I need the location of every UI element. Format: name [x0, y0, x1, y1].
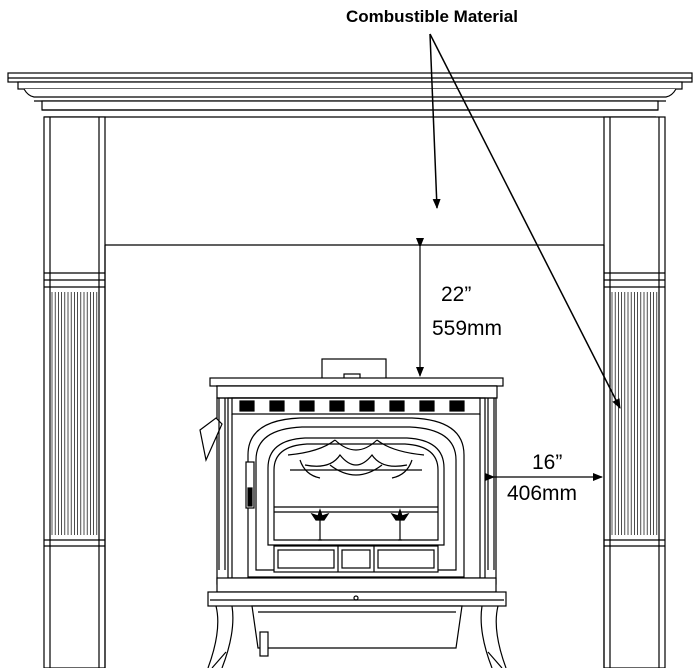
- andiron-right: [390, 508, 410, 541]
- stove-side-lever: [199, 417, 223, 462]
- callout-arrow-mantel: [429, 33, 441, 209]
- clearance-dimensions: [416, 238, 603, 481]
- stove-door: [247, 417, 465, 578]
- top-clearance-imperial: 22”: [441, 283, 472, 306]
- right-pilaster-fluting: [611, 292, 658, 535]
- side-clearance-imperial: 16”: [532, 451, 563, 474]
- stove-leg-left: [207, 605, 234, 668]
- wood-stove: [199, 358, 507, 668]
- left-pilaster: [43, 116, 106, 668]
- door-handle: [245, 461, 255, 509]
- mantel-shelf: [7, 72, 693, 118]
- stove-grill: [239, 400, 465, 412]
- callout-arrow-pilaster: [429, 33, 621, 409]
- andiron-left: [310, 508, 330, 541]
- top-clearance-metric: 559mm: [432, 317, 503, 340]
- fireplace-opening: [104, 244, 605, 668]
- right-pilaster: [603, 116, 666, 668]
- callout-arrows: [429, 33, 621, 409]
- stove-leg-right: [480, 605, 507, 668]
- combustible-material-label: Combustible Material: [346, 7, 518, 26]
- side-clearance-metric: 406mm: [507, 482, 578, 505]
- left-pilaster-fluting: [51, 292, 98, 535]
